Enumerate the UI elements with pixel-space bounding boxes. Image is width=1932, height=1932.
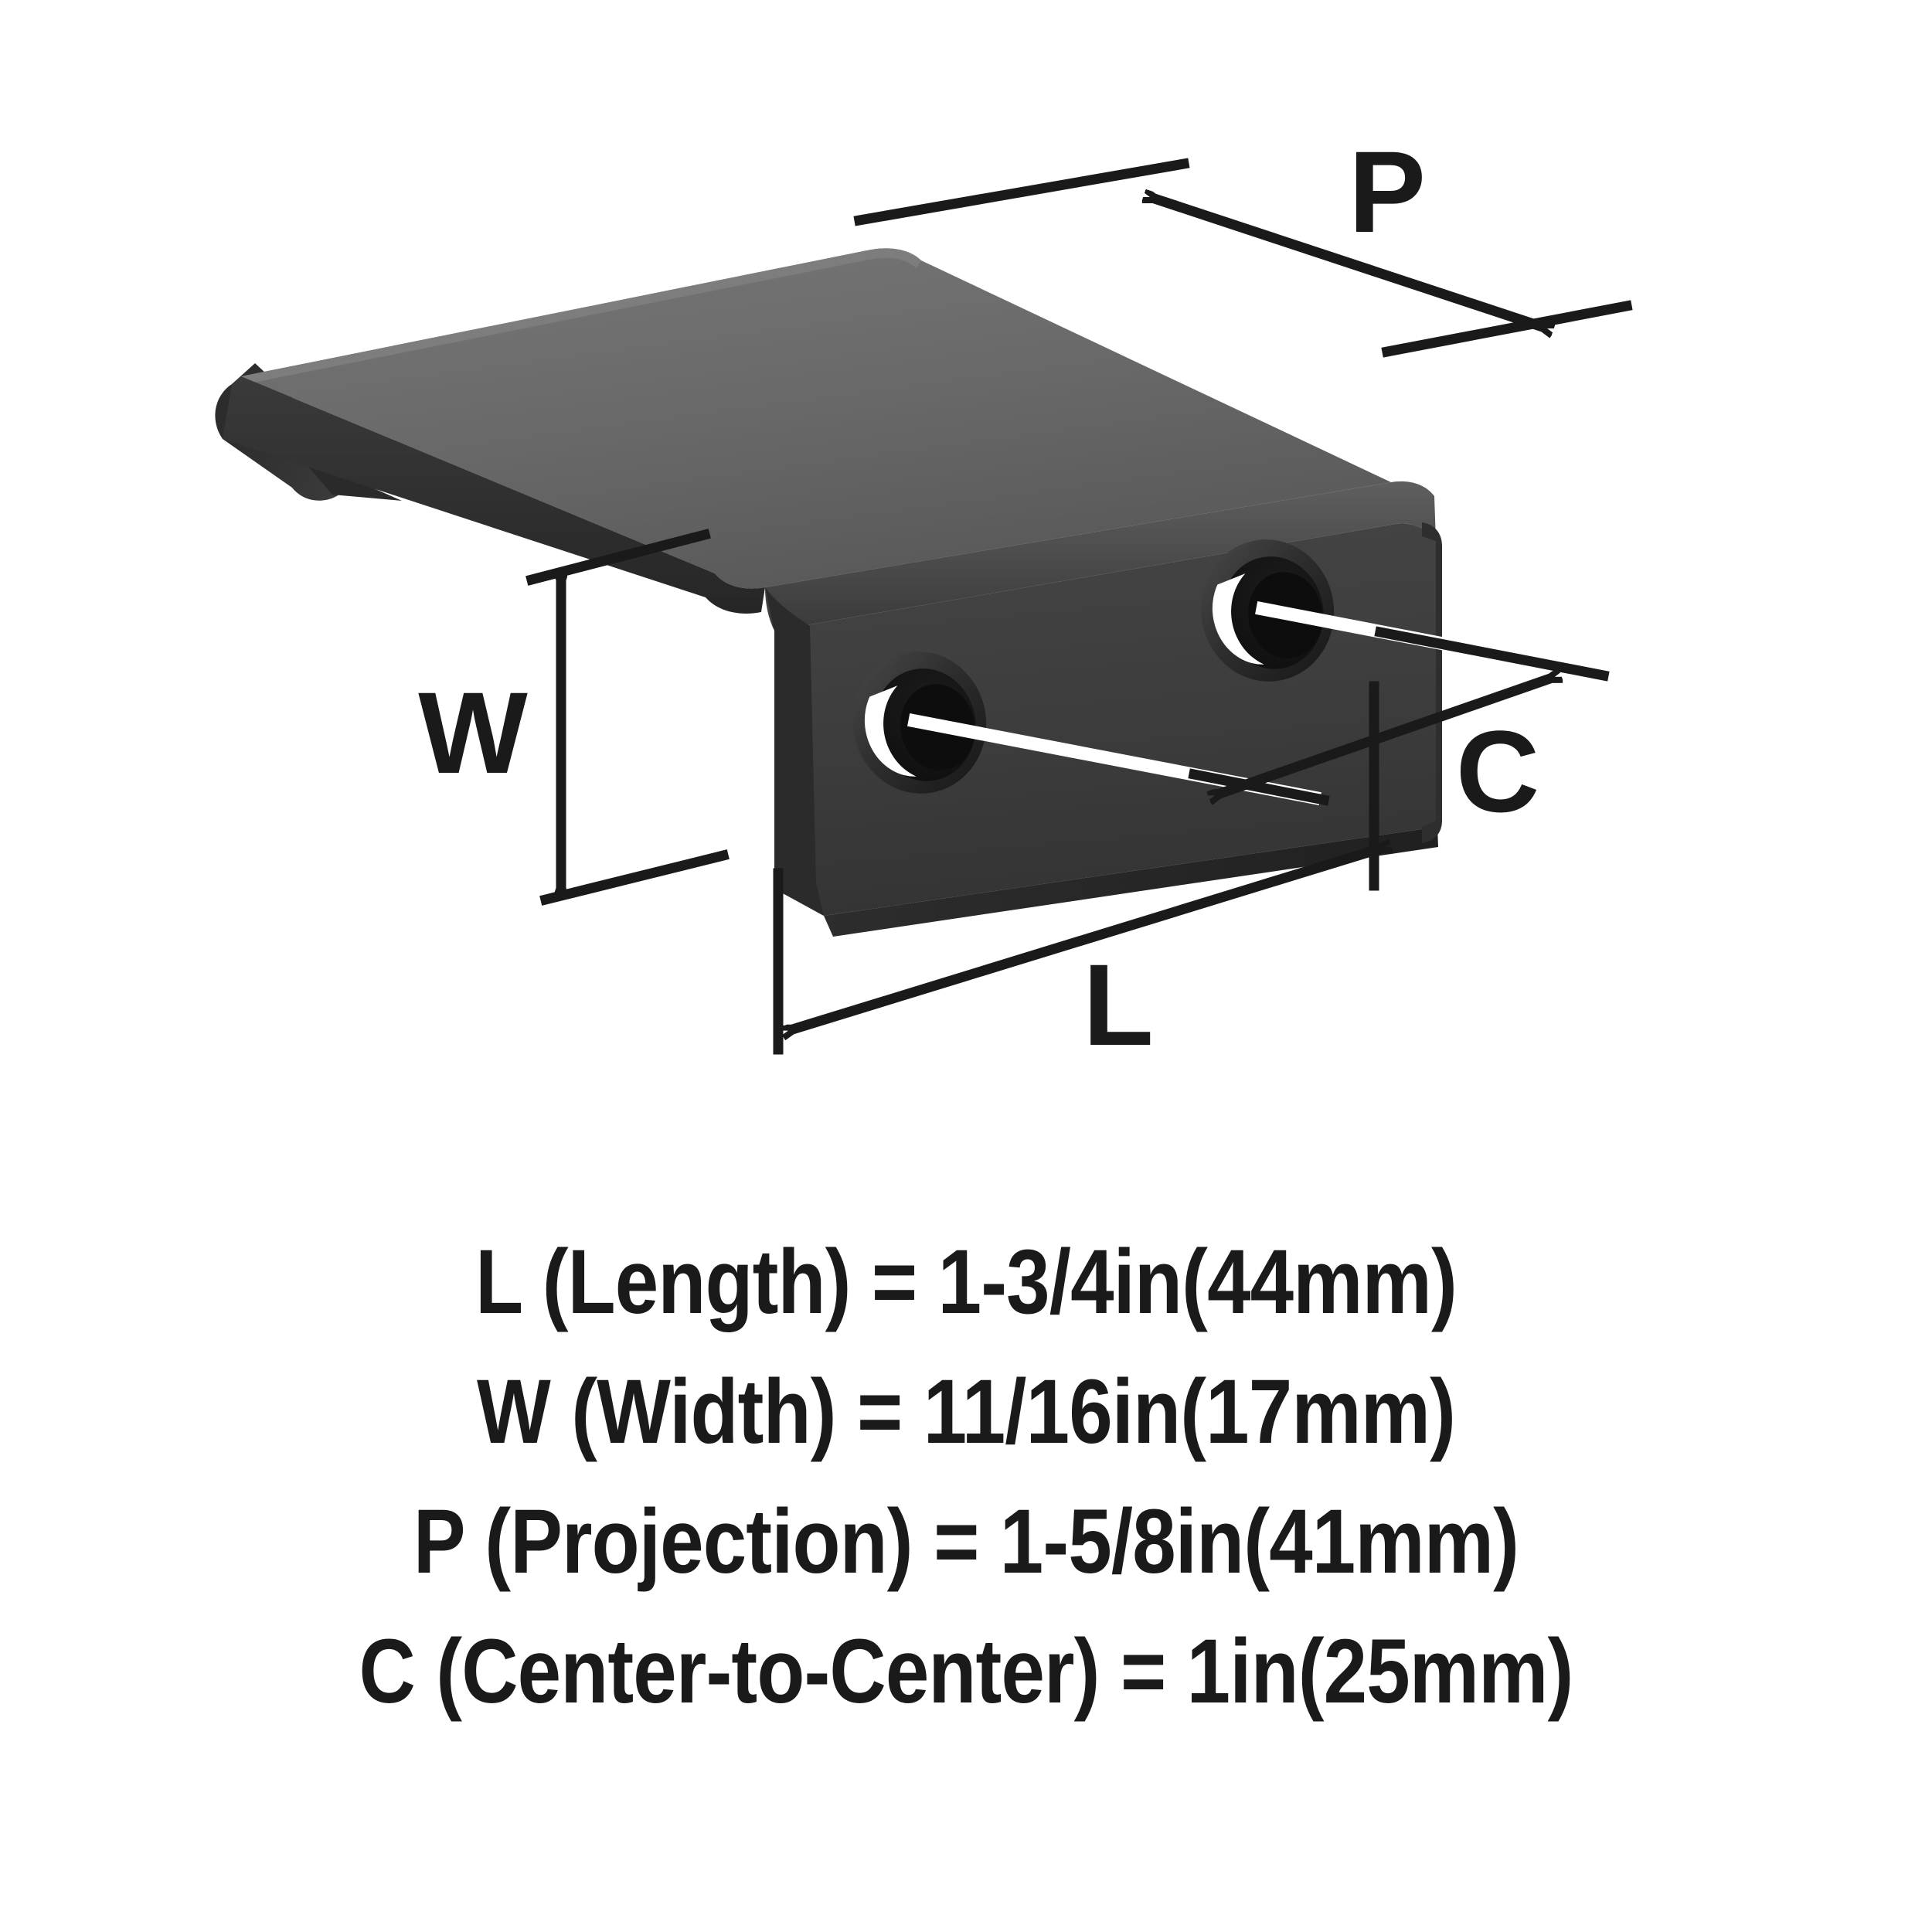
screw-hole-right-highlight bbox=[1212, 573, 1264, 665]
dimension-P bbox=[853, 158, 1633, 358]
dimension-label-P: P bbox=[1349, 127, 1426, 257]
legend-line-length: L (Length) = 1-3/4in(44mm) bbox=[475, 1231, 1458, 1333]
legend-line-projection: P (Projection) = 1-5/8in(41mm) bbox=[413, 1491, 1519, 1593]
pull-return-left-side bbox=[765, 587, 824, 916]
pull-top-edge-highlight bbox=[241, 248, 921, 384]
dimension-legend: L (Length) = 1-3/4in(44mm) W (Width) = 1… bbox=[0, 1217, 1932, 1736]
dimension-P-arrow bbox=[1159, 200, 1538, 325]
dimension-label-W: W bbox=[418, 668, 528, 798]
dimension-letter-labels: P W C L bbox=[418, 127, 1539, 1070]
pull-bend-band bbox=[765, 481, 1436, 631]
dimension-C-arrow bbox=[1224, 680, 1546, 792]
screw-hole-left-highlight bbox=[864, 685, 917, 777]
dimension-C-leader-right-dark bbox=[1374, 626, 1610, 682]
dimension-annotations bbox=[526, 158, 1633, 1055]
dimension-L bbox=[773, 850, 1376, 1055]
legend-line-width: W (Width) = 11/16in(17mm) bbox=[476, 1361, 1456, 1463]
dimension-label-L: L bbox=[1083, 940, 1154, 1070]
dimension-label-C: C bbox=[1456, 706, 1539, 836]
pull-top-face bbox=[241, 248, 1391, 589]
dimension-C bbox=[907, 601, 1610, 891]
dimension-W-extension-bottom bbox=[539, 849, 730, 906]
dimension-L-arrow bbox=[798, 850, 1376, 1028]
dimension-P-extension-far bbox=[853, 158, 1190, 226]
legend-line-center-to-center: C (Center-to-Center) = 1in(25mm) bbox=[359, 1621, 1573, 1723]
dimension-W bbox=[526, 529, 730, 906]
